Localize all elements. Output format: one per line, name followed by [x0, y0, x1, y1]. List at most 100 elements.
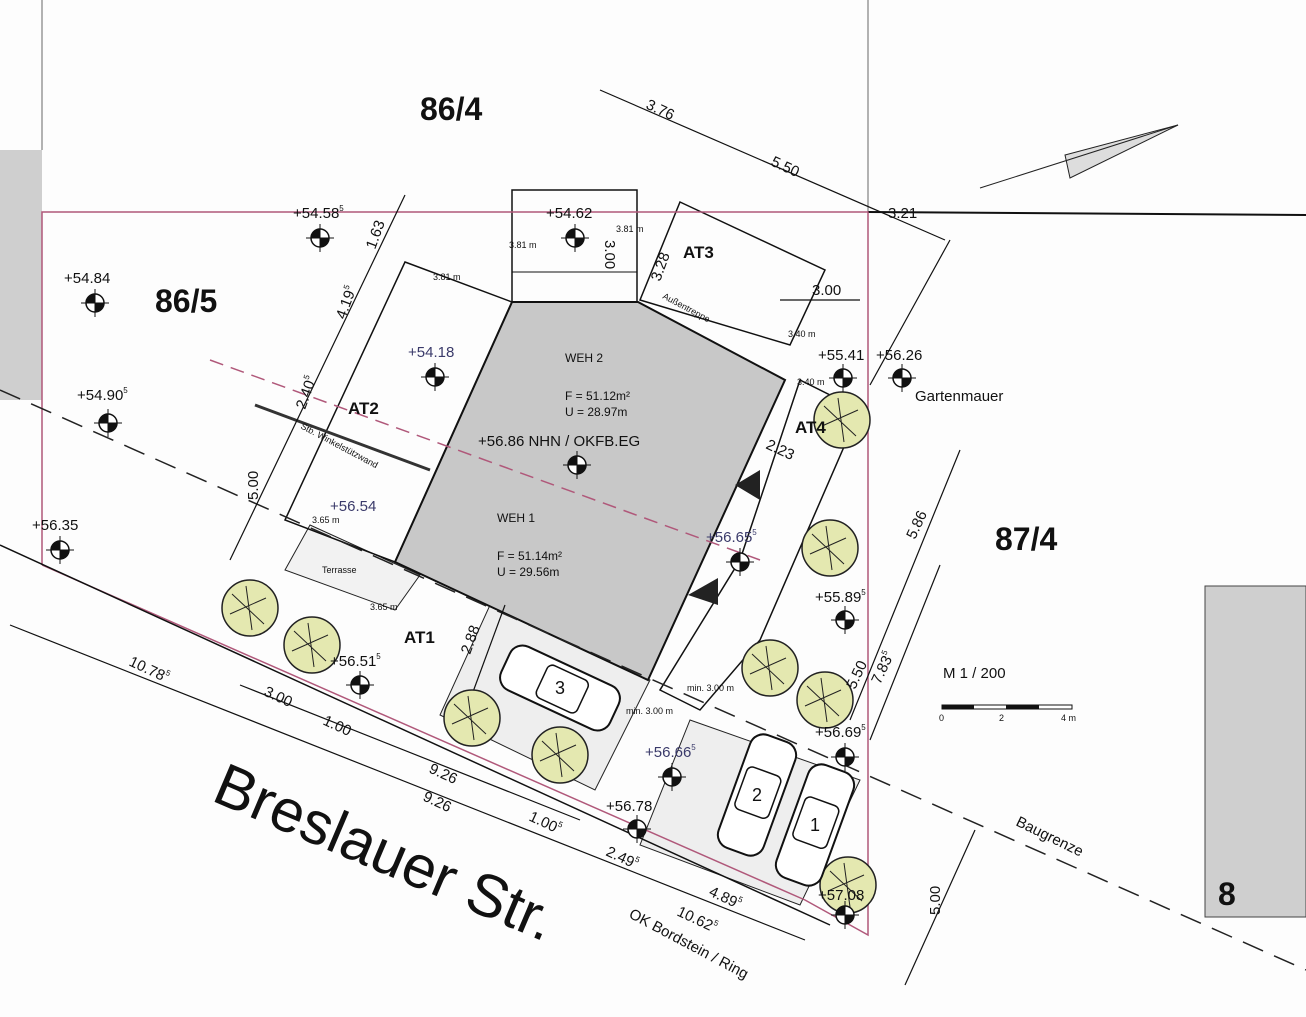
dimension-label-superscript: 5 [557, 820, 565, 830]
elevation-label-superscript: 5 [861, 588, 866, 597]
elevation-marker-icon [561, 224, 589, 252]
small-dimension-label-value: 3.40 m [788, 329, 816, 339]
dimension-label-value: 3.00 [261, 683, 295, 711]
elevation-label: +56.515 [330, 652, 381, 670]
elevation-label: +54.84 [64, 270, 110, 287]
unit-name: WEH 2 [565, 351, 603, 365]
dimension-label: 9.26 [426, 760, 460, 788]
dimension-label: 5.50 [768, 153, 802, 181]
parcel-number: 86/4 [420, 91, 482, 127]
baugrenze-label: Baugrenze [1013, 813, 1086, 860]
small-dimension-label-value: min. 3.00 m [626, 706, 673, 716]
elevation-marker-icon [829, 364, 857, 392]
dimension-label-value: 5.86 [903, 508, 931, 542]
car-number: 2 [752, 785, 762, 805]
elevation-label: +54.18 [408, 344, 454, 361]
elevation-marker-icon [831, 606, 859, 634]
dimension-label-value: 2.40 [293, 378, 319, 411]
dimension-label: 5.86 [903, 508, 931, 542]
elevation-label-superscript: 5 [123, 386, 128, 395]
elevation-label-superscript: 5 [376, 652, 381, 661]
small-dimension-label: 3.65 m [370, 602, 398, 612]
dimension-label-value: 3.76 [643, 96, 677, 124]
at2-area [283, 261, 514, 563]
zone-label-at1: AT1 [404, 628, 435, 647]
dimension-label-value: 4.89 [706, 883, 740, 911]
dimension-label: 3.21 [888, 205, 917, 222]
scale-tick-value: 2 [999, 713, 1004, 723]
dimension-label: 3.76 [643, 96, 677, 124]
small-dimension-label-value: 3.81 m [616, 224, 644, 234]
dimension-label: 3.00 [261, 683, 295, 711]
elevation-label-value: +55.41 [818, 347, 864, 364]
small-dimension-label-value: min. 3.00 m [687, 683, 734, 693]
zone-label-at1-value: AT1 [404, 628, 435, 647]
elevation-label-superscript: 5 [691, 743, 696, 752]
okfb-label-value: +56.86 NHN / OKFB.EG [478, 433, 640, 450]
dimension-label-value: 4.19 [333, 288, 359, 321]
elevation-marker-icon [888, 364, 916, 392]
zone-label-at2: AT2 [348, 399, 379, 418]
scale-bar [941, 704, 1073, 710]
elevation-label: +56.78 [606, 798, 652, 815]
dimension-label-superscript: 5 [880, 648, 890, 656]
elevation-label: +55.41 [818, 347, 864, 364]
scale-label-value: M 1 / 200 [943, 665, 1006, 682]
dimension-label-value: 1.00 [320, 712, 354, 740]
tree-icon [813, 391, 871, 449]
ridge-line [209, 359, 761, 561]
dimension-label-value: 5.50 [843, 658, 871, 692]
elevation-label: +54.585 [293, 204, 344, 222]
dimension-label-value: 9.26 [420, 788, 454, 816]
elevation-marker-icon [658, 763, 686, 791]
parcel-number-value: 87/4 [995, 521, 1057, 557]
elevation-label-superscript: 5 [339, 204, 344, 213]
entrance-arrow-1 [735, 470, 760, 500]
dimension-label: 1.63 [363, 218, 389, 251]
elevation-label-value: +56.54 [330, 498, 376, 515]
tree-icon [741, 639, 799, 697]
parcel-number: 8 [1218, 876, 1236, 912]
elevation-label-value: +55.89 [815, 589, 861, 606]
dimension-label: 1.00 [320, 712, 354, 740]
dimension-label-value: 3.00 [812, 282, 841, 299]
zone-label-at3: AT3 [683, 243, 714, 262]
property-line [41, 211, 869, 937]
elevation-label: +54.62 [546, 205, 592, 222]
elevation-marker-icon [831, 901, 859, 929]
dimension-label-value: 5.00 [245, 471, 262, 500]
elevation-label: +56.54 [330, 498, 376, 515]
small-dimension-label-value: 3.81 m [509, 240, 537, 250]
unit-perimeter-value: U = 28.97m [565, 405, 627, 419]
small-dimension-label: 3.81 m [509, 240, 537, 250]
elevation-markers [46, 224, 916, 929]
elevation-label-value: +54.90 [77, 387, 123, 404]
dimension-label: 2.23 [763, 436, 797, 464]
parcel-number-value: 86/5 [155, 283, 217, 319]
baugrenze-label-value: Baugrenze [1013, 813, 1086, 860]
small-dimension-label-value: 3.81 m [433, 272, 461, 282]
unit-perimeter: U = 28.97m [565, 405, 627, 419]
small-dimension-label: 3.40 m [788, 329, 816, 339]
unit-perimeter-value: U = 29.56m [497, 565, 559, 579]
baugrenze-line [0, 389, 1306, 971]
dimension-label-value: 2.23 [763, 436, 797, 464]
small-dimension-label-value: 3.65 m [312, 515, 340, 525]
terrasse-label: Terrasse [322, 565, 357, 575]
elevation-label: +56.665 [645, 743, 696, 761]
elevation-label-superscript: 5 [861, 723, 866, 732]
dimension-label: 5.00 [245, 471, 262, 500]
unit-name: WEH 1 [497, 511, 535, 525]
scale-tick: 0 [939, 713, 944, 723]
tree-icon [443, 689, 501, 747]
parcel-number-value: 8 [1218, 876, 1236, 912]
dimension-label-superscript: 5 [302, 373, 312, 381]
elevation-marker-icon [81, 289, 109, 317]
elevation-marker-icon [346, 671, 374, 699]
zone-label-at4: AT4 [795, 418, 826, 437]
unit-area: F = 51.14m² [497, 549, 562, 563]
elevation-marker-icon [831, 743, 859, 771]
dimension-label: 3.28 [648, 250, 674, 283]
scale-tick: 4 m [1061, 713, 1076, 723]
unit-area: F = 51.12m² [565, 389, 630, 403]
